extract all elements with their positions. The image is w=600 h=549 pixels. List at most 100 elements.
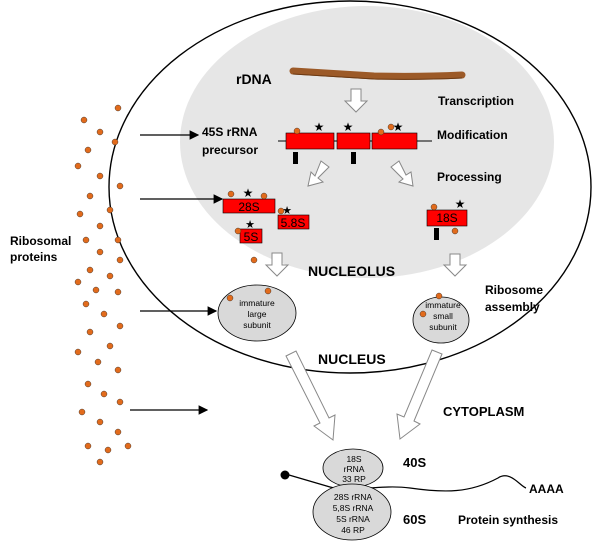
ribosomal-protein-dot [106,342,114,350]
ribosomal-protein-dot [96,222,104,230]
ribosomal-protein-dot [114,288,122,296]
ribosomal-protein-dot [114,366,122,374]
ribosomal-protein-dot [80,116,88,124]
ribosome-assembly-line1: Ribosome [485,283,543,297]
immature-large-line2: large [248,309,267,319]
processing-arrow-right [390,160,414,187]
precursor-segment-3 [371,132,418,150]
ribosomal-protein-dot [104,446,112,454]
rrna-28s-label: 28S [238,200,259,214]
ribosomal-protein-dot [106,206,114,214]
ribosomal-protein-dot [100,390,108,398]
ribosomal-protein-dot [94,358,102,366]
processing-label: Processing [437,170,502,184]
rrna-5s-box [239,228,263,244]
ribosomal-protein-dot [116,322,124,330]
ribosome-40s-name: 40S [403,455,426,470]
ribosomal-protein-dot [78,408,86,416]
ribosomal-protein-dot [114,104,122,112]
export-arrow-left [285,350,336,441]
ribosomal-protein-dot [82,236,90,244]
svg-text:★: ★ [393,120,404,134]
ribosomal-protein-dot [82,300,90,308]
ribosomal-protein-dot [84,380,92,388]
ribosomal-protein-dot [96,248,104,256]
svg-text:★: ★ [282,205,292,217]
polya-tail-label: AAAA [529,482,564,496]
ribosomal-protein-dot [96,458,104,466]
ribosomal-protein-dot [84,146,92,154]
precursor-segment-1 [285,132,335,150]
ribosomal-protein-dot [114,428,122,436]
immature-large-line3: subunit [243,320,271,330]
ribosomal-protein-dots [74,104,132,466]
assembly-arrow-right [442,253,468,277]
immature-small-line2: small [433,311,453,321]
ribosomal-protein-dot [124,442,132,450]
ribosomal-protein-dot [86,192,94,200]
rdna-label: rDNA [236,71,272,87]
ribosomal-protein-dot [111,138,119,146]
transcription-label: Transcription [438,94,514,108]
precursor-segment-2 [336,132,371,150]
immature-small-line3: subunit [429,322,457,332]
ribosome-60s-line1: 28S rRNA [334,492,373,502]
rrna-18s-box [426,209,468,227]
immature-small-line1: immature [425,300,461,310]
ribosomal-protein-dot [84,442,92,450]
rrna-5s-label: 5S [244,230,259,244]
nucleolus-label: NUCLEOLUS [308,263,395,279]
svg-text:★: ★ [243,186,254,200]
ribosomal-protein-dot [86,328,94,336]
rdna-strand [289,67,466,80]
processing-arrow-left [307,160,330,187]
rrna-28s-box [222,198,276,214]
svg-text:★: ★ [245,219,255,231]
ribosomal-protein-dot [96,418,104,426]
ribosomal-protein-dot [74,348,82,356]
svg-text:★: ★ [455,197,466,211]
svg-text:★: ★ [314,120,325,134]
protein-synthesis-label: Protein synthesis [458,513,558,527]
rrna-58s-box [277,214,310,230]
mrna-strand [288,474,527,492]
ribosome-assembly-line2: assembly [485,300,540,314]
rrna-18s-label: 18S [436,211,457,225]
ribosomal-protein-dot [106,272,114,280]
svg-text:★: ★ [343,120,354,134]
nucleus-label: NUCLEUS [318,351,386,367]
ribosome-60s-line3: 5S rRNA [336,514,370,524]
ribosomal-protein-dot [116,182,124,190]
ribosomal-protein-dot [116,398,124,406]
ribosome-40s-line2: rRNA [344,464,365,474]
immature-large-subunit [217,284,297,342]
ribosomal-protein-dot [92,286,100,294]
precursor-label-line1: 45S rRNA [202,125,258,139]
ribosomal-protein-dot [116,256,124,264]
immature-large-line1: immature [239,298,275,308]
rrna-58s-label: 5.8S [281,216,306,230]
ribosome-60s-line2: 5,8S rRNA [333,503,374,513]
ribosome-60s-line4: 46 RP [341,525,365,535]
ribosomal-proteins-line2: proteins [10,250,58,264]
ribosome-40s-line3: 33 RP [342,474,366,484]
ribosome-60s-name: 60S [403,512,426,527]
precursor-label-line2: precursor [202,143,258,157]
ribosome-40s-line1: 18S [346,454,361,464]
modification-label: Modification [437,128,508,142]
ribosomal-protein-dot [96,172,104,180]
cytoplasm-label: CYTOPLASM [443,404,524,419]
transcription-arrow [343,88,369,113]
ribosomal-protein-dot [114,236,122,244]
mrna-cap [280,470,290,480]
ribosomal-protein-dot [74,278,82,286]
ribosomal-proteins-line1: Ribosomal [10,234,71,248]
ribosome-60s [312,483,392,541]
assembly-arrow-left [264,252,290,277]
ribosomal-protein-dot [74,162,82,170]
ribosomal-protein-dot [86,266,94,274]
ribosomal-protein-dot [96,128,104,136]
ribosomal-protein-dot [76,210,84,218]
